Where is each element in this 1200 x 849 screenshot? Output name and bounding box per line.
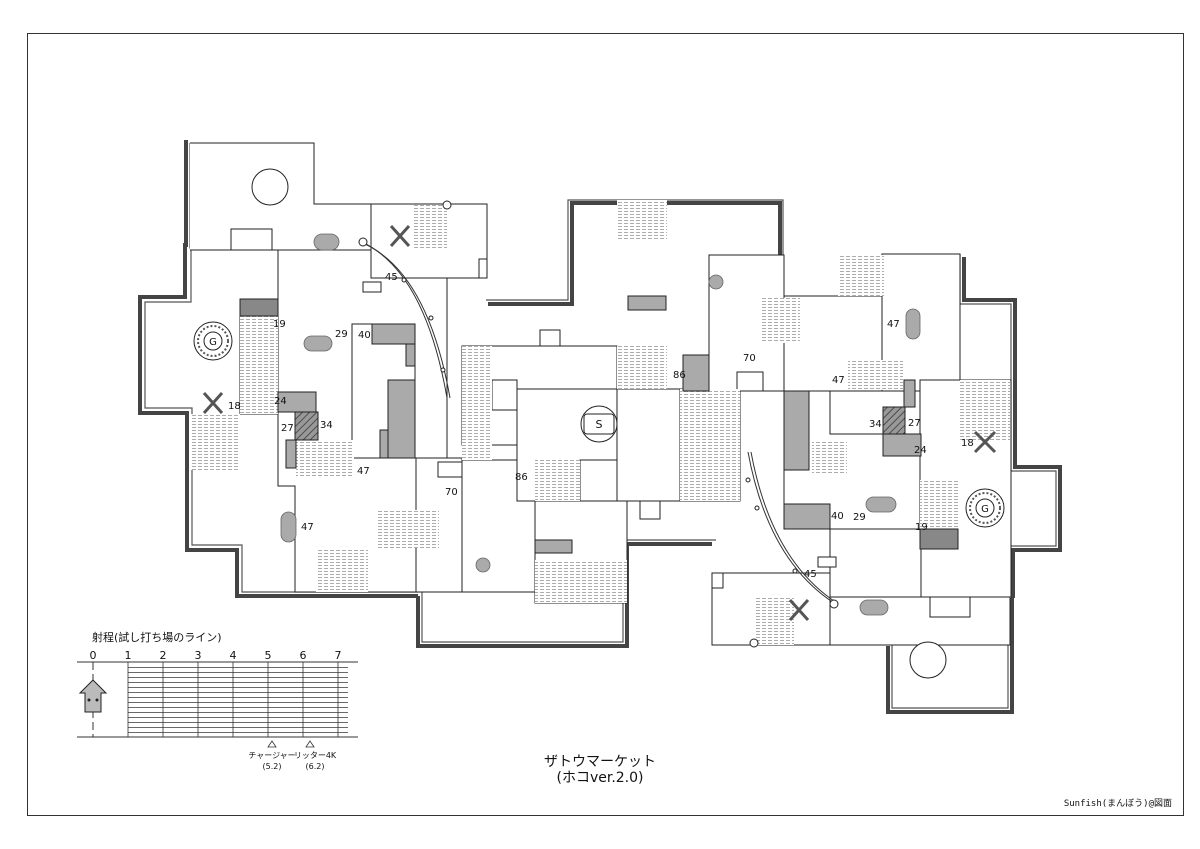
weapon-label: チャージャー (5.2) [247,750,297,772]
height-label: 40 [831,511,844,522]
height-label: 34 [869,419,882,430]
height-label: 19 [915,522,928,533]
height-label: 19 [273,319,286,330]
range-legend: 0 1 2 3 4 5 6 7 [77,649,358,748]
center-label: S [596,418,603,431]
weapon-range: (6.2) [305,762,325,771]
weapon-name: チャージャー [248,751,296,760]
weapon-label: リッター4K (6.2) [290,750,340,772]
goal-left [193,321,233,361]
spawn-circles [251,168,947,679]
range-tick-label: 4 [230,649,237,662]
height-label: 47 [301,522,314,533]
weapon-marker-icon [267,740,277,748]
center-marker [580,405,618,443]
height-label: 29 [853,512,866,523]
range-tick-label: 3 [195,649,202,662]
weapon-name: リッター4K [293,751,337,760]
height-label: 86 [673,370,686,381]
rail-nodes [358,200,839,648]
height-label: 45 [804,569,817,580]
goal-right [965,488,1005,528]
height-label: 47 [357,466,370,477]
range-tick-label: 5 [265,649,272,662]
range-tick-label: 0 [90,649,97,662]
credit-text: Sunfish(まんぼう)@図面 [1063,799,1172,809]
cross-markers [202,224,997,622]
height-label: 27 [908,418,921,429]
height-label: 70 [445,487,458,498]
map-subtitle: (ホコver.2.0) [556,770,644,786]
small-boxes [362,258,837,568]
height-label: 47 [887,319,900,330]
stair-patterns [190,200,1010,645]
goal-right-label: G [981,504,989,515]
outer-wall [138,140,1062,714]
elevated-blocks [239,295,959,554]
map-title: ザトウマーケット [544,754,656,770]
height-label: 29 [335,329,348,340]
range-legend-title: 射程(試し打ち場のライン) [92,631,222,644]
height-label: 24 [274,396,287,407]
weapon-marker-icon [305,740,315,748]
player-icon [78,679,108,713]
range-ticks: 0 1 2 3 4 5 6 7 [90,649,342,662]
height-label: 40 [358,330,371,341]
range-tick-label: 7 [335,649,342,662]
weapon-range: (5.2) [262,762,282,771]
height-label: 27 [281,423,294,434]
range-tick-label: 1 [125,649,132,662]
range-tick-label: 2 [160,649,167,662]
height-label: 45 [385,272,398,283]
height-labels-left: 45 19 29 40 18 24 27 34 47 70 86 47 [228,272,528,533]
map-sheet-border [27,33,1184,816]
goal-left-label: G [209,337,217,348]
height-labels-right: 47 70 86 47 34 27 24 18 29 40 19 45 [673,319,974,580]
height-label: 18 [228,401,241,412]
height-label: 34 [320,420,333,431]
grey-capsules [280,233,921,616]
height-label: 86 [515,472,528,483]
height-label: 47 [832,375,845,386]
height-label: 18 [961,438,974,449]
range-tick-label: 6 [300,649,307,662]
height-label: 24 [914,445,927,456]
height-label: 70 [743,353,756,364]
